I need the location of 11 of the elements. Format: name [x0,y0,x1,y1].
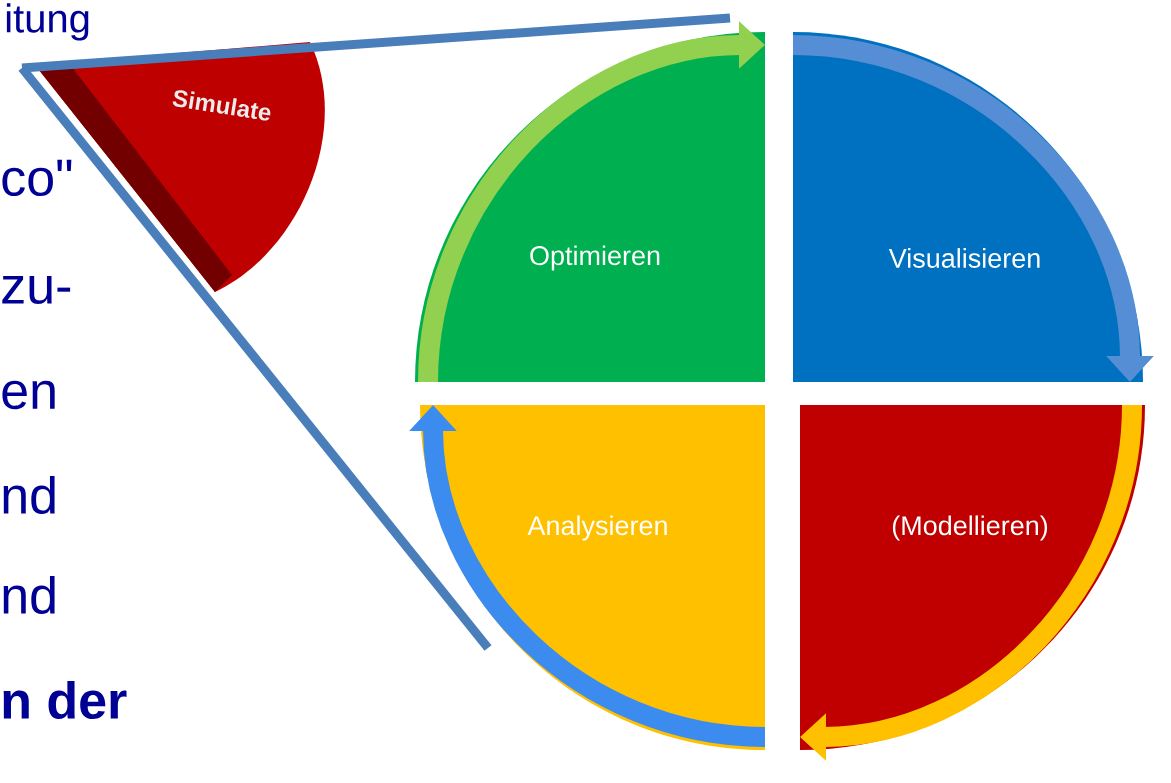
quadrant-segment: Visualisieren [793,32,1143,382]
callout-line [21,13,731,73]
body-text: en [2,380,55,410]
body-text: n der [3,680,127,720]
callout-line [18,65,492,651]
body-text: nd [3,575,55,615]
body-text: itung [6,3,89,41]
quadrant-segment: Analysieren [420,405,765,750]
quadrant-segment: Optimieren [415,32,765,382]
body-text: nd [3,475,55,515]
quadrant-segment: (Modellieren) [800,405,1145,750]
